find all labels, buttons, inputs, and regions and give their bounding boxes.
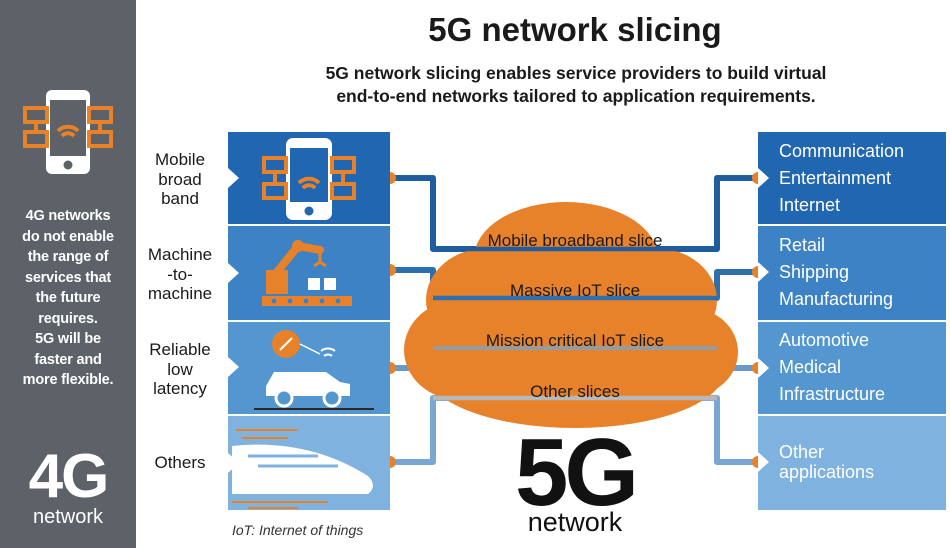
app-label-line: machine — [147, 284, 213, 303]
sidebar-line: do not enable — [22, 228, 114, 245]
pointer-arrow — [758, 452, 769, 472]
service-item: Shipping — [779, 262, 850, 282]
app-label-line: Machine — [147, 245, 213, 264]
sidebar-line: faster and — [34, 351, 102, 368]
subtitle-line: end-to-end networks tailored to applicat… — [336, 86, 816, 106]
pointer-arrow — [228, 453, 239, 473]
app-label-mobile-broadband: Mobile broad band — [140, 150, 220, 209]
connected-car-icon — [254, 330, 374, 410]
service-box-automotive: Automotive Medical Infrastructure — [758, 322, 946, 414]
subtitle-line: 5G network slicing enables service provi… — [325, 63, 827, 83]
service-item: applications — [779, 462, 875, 482]
high-speed-train-icon — [232, 429, 373, 509]
app-box-mobile-broadband — [228, 132, 390, 224]
service-item: Internet — [779, 195, 841, 215]
sidebar-line: 4G networks — [25, 208, 111, 224]
service-box-other: Other applications — [758, 416, 946, 510]
app-label-line: broad — [158, 169, 202, 189]
5g-network-label: network — [527, 507, 623, 537]
app-label-others: Others — [140, 453, 220, 473]
footnote: IoT: Internet of things — [232, 522, 364, 538]
app-box-reliable-low-latency — [228, 322, 390, 414]
robot-arm-icon — [262, 240, 352, 306]
5g-label: 5G — [514, 419, 639, 526]
app-label-line: Reliable — [149, 340, 211, 359]
sidebar-line: 5G will be — [35, 331, 101, 347]
sidebar-line: more flexible. — [22, 372, 114, 388]
service-box-communication: Communication Entertainment Internet — [758, 132, 946, 224]
app-label-line: low — [167, 359, 193, 379]
app-label-reliable-low-latency: Reliable low latency — [140, 340, 220, 399]
service-item: Automotive — [779, 330, 870, 350]
service-item: Communication — [779, 141, 905, 161]
app-box-machine-to-machine — [228, 226, 390, 320]
app-label-line: Mobile — [154, 150, 206, 169]
pointer-arrow — [228, 168, 239, 188]
page-title: 5G network slicing — [428, 11, 722, 48]
service-item: Other — [779, 442, 825, 462]
slice-label-mobile-broadband: Mobile broadband slice — [487, 231, 663, 250]
slice-label-massive-iot: Massive IoT slice — [509, 281, 641, 300]
service-item: Manufacturing — [779, 289, 894, 309]
page-subtitle: 5G network slicing enables service provi… — [256, 62, 896, 108]
app-box-others — [228, 416, 390, 510]
sidebar-description: 4G networks do not enable the range of s… — [6, 206, 130, 391]
pointer-arrow — [758, 262, 769, 282]
app-label-line: latency — [153, 379, 207, 398]
slice-label-mission-critical-iot: Mission critical IoT slice — [485, 331, 665, 350]
app-label-line: band — [161, 189, 199, 208]
pointer-arrow — [758, 358, 769, 378]
app-label-line: Others — [154, 453, 206, 472]
sidebar-panel: 4G networks do not enable the range of s… — [0, 0, 136, 548]
pointer-arrow — [228, 263, 239, 283]
service-item: Medical — [779, 357, 842, 377]
app-label-machine-to-machine: Machine -to- machine — [140, 245, 220, 304]
smartphone-network-icon — [23, 90, 113, 174]
pointer-arrow — [228, 357, 239, 377]
pointer-arrow — [758, 168, 769, 188]
service-item: Entertainment — [779, 168, 892, 188]
app-label-line: -to- — [167, 264, 193, 284]
sidebar-line: the range of — [27, 249, 109, 265]
service-box-retail: Retail Shipping Manufacturing — [758, 226, 946, 320]
sidebar-line: requires. — [38, 310, 98, 327]
smartphone-network-icon — [262, 138, 356, 220]
sidebar-4g-label: 4G — [28, 442, 110, 511]
sidebar-line: services that — [24, 269, 112, 286]
slice-label-other: Other slices — [530, 382, 620, 401]
sidebar-line: the future — [35, 290, 101, 306]
service-item: Retail — [779, 235, 826, 255]
service-item: Infrastructure — [779, 384, 886, 404]
sidebar-network-label: network — [32, 506, 104, 528]
